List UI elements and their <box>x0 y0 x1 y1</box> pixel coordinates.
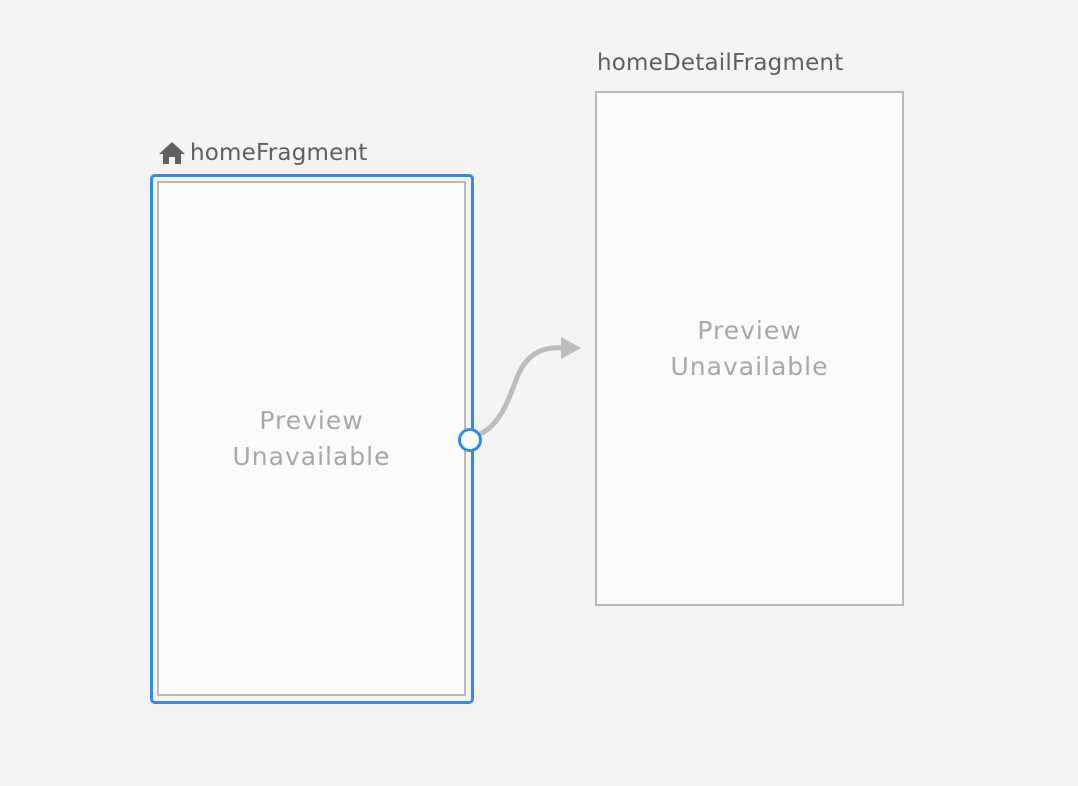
preview-unavailable-text: Preview Unavailable <box>232 405 391 471</box>
home-icon <box>158 141 186 165</box>
preview-unavailable-text: Preview Unavailable <box>670 315 829 381</box>
destination-name: homeFragment <box>190 139 368 166</box>
destination-label-homeDetailFragment[interactable]: homeDetailFragment <box>597 52 843 75</box>
destination-label-homeFragment[interactable]: homeFragment <box>158 141 367 165</box>
destination-name: homeDetailFragment <box>597 50 844 76</box>
destination-screen-homeDetailFragment[interactable]: Preview Unavailable <box>595 91 904 606</box>
action-drag-handle[interactable] <box>458 428 482 452</box>
destination-screen-homeFragment[interactable]: Preview Unavailable <box>157 181 466 696</box>
